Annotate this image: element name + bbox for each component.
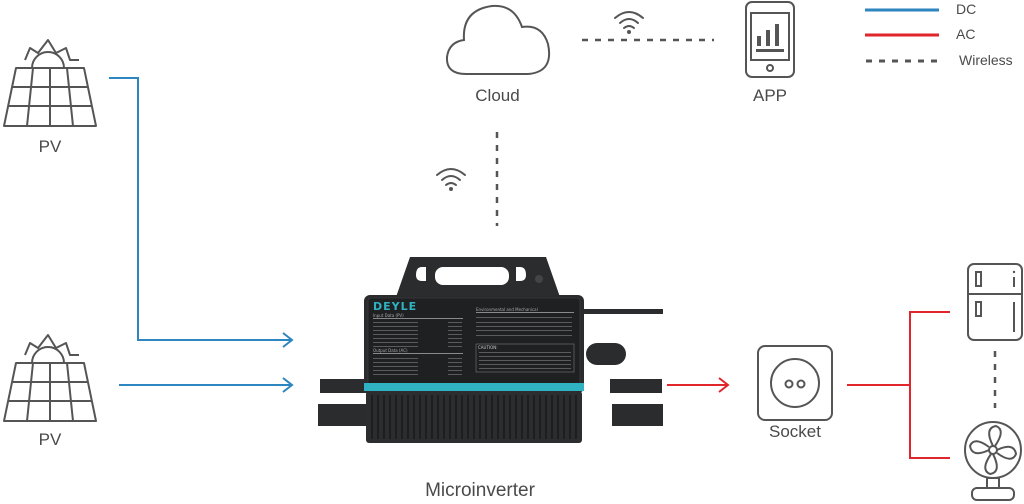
spec-value-line <box>448 330 462 331</box>
brand-logo: DEYLE <box>373 300 418 313</box>
ac-lines <box>667 311 950 459</box>
wireless-lines <box>495 38 997 408</box>
spec-text-line <box>373 362 418 363</box>
spec-value-line <box>448 370 462 371</box>
ac-arrowhead <box>718 377 730 393</box>
spec-text-line <box>373 358 418 359</box>
dc-lines <box>109 77 294 393</box>
power-socket-icon <box>757 345 833 421</box>
env-text-line <box>476 326 572 327</box>
spec-text-line <box>373 374 418 375</box>
caution-text-line <box>479 360 571 361</box>
spec-text-line <box>373 338 418 339</box>
environmental-heading: Environmental and Mechanical <box>476 307 538 312</box>
spec-text-line <box>373 370 418 371</box>
spec-value-line <box>448 322 462 323</box>
legend-wireless-label: Wireless <box>959 52 1013 68</box>
spec-value-line <box>448 326 462 327</box>
caution-text-line <box>479 368 571 369</box>
app-label: APP <box>752 86 788 105</box>
env-text-line <box>476 330 572 331</box>
wifi-icon <box>614 11 644 34</box>
env-text-line <box>476 335 572 336</box>
socket-node: Socket <box>745 340 845 445</box>
pv-bottom-label: PV <box>38 430 62 449</box>
spec-value-line <box>448 374 462 375</box>
env-text-line <box>476 322 572 323</box>
legend-dc-label: DC <box>956 1 977 17</box>
input-data-heading: Input Data (PV) <box>373 313 404 318</box>
refrigerator-icon <box>967 263 1023 341</box>
spec-value-line <box>448 366 462 367</box>
pv-node-top: PV <box>0 38 100 158</box>
legend-swatches <box>865 8 939 63</box>
smartphone-chart-icon <box>745 1 795 78</box>
solar-panel-icon <box>3 334 97 422</box>
spec-value-line <box>448 334 462 335</box>
spec-value-line <box>448 338 462 339</box>
caution-text-line <box>479 352 571 353</box>
output-data-heading: Output Data (AC) <box>373 348 408 353</box>
spec-value-line <box>448 342 462 343</box>
spec-text-line <box>373 330 418 331</box>
spec-text-line <box>373 334 418 335</box>
spec-text-line <box>373 322 418 323</box>
spec-value-line <box>448 358 462 359</box>
caution-text-line <box>479 356 571 357</box>
env-text-line <box>476 317 572 318</box>
cloud-label: Cloud <box>475 86 520 105</box>
microinverter-device: DEYLE Input Data (PV) Output Data (AC) E… <box>318 255 663 445</box>
socket-label: Socket <box>769 422 821 441</box>
caution-text-line <box>479 364 571 365</box>
dc-arrowhead-top <box>282 332 294 348</box>
spec-text-line <box>373 346 418 347</box>
pv-node-bottom: PV <box>0 333 100 453</box>
microinverter-label: Microinverter <box>425 480 535 501</box>
dc-line-pv-top <box>109 77 292 341</box>
pv-top-label: PV <box>38 137 62 156</box>
cloud-node: Cloud <box>440 0 560 110</box>
caution-heading: CAUTION: <box>478 345 498 350</box>
cloud-icon <box>445 4 550 75</box>
wifi-icon <box>436 168 466 191</box>
app-node: APP <box>735 0 805 110</box>
solar-panel-icon <box>3 39 97 127</box>
spec-value-line <box>448 362 462 363</box>
legend-ac-label: AC <box>956 26 976 42</box>
spec-text-line <box>373 326 418 327</box>
spec-value-line <box>448 346 462 347</box>
ac-branch <box>909 311 950 459</box>
dc-arrowhead-bottom <box>282 377 294 393</box>
spec-text-line <box>373 342 418 343</box>
electric-fan-icon <box>964 421 1022 501</box>
spec-text-line <box>373 366 418 367</box>
microinverter-image <box>318 257 663 443</box>
